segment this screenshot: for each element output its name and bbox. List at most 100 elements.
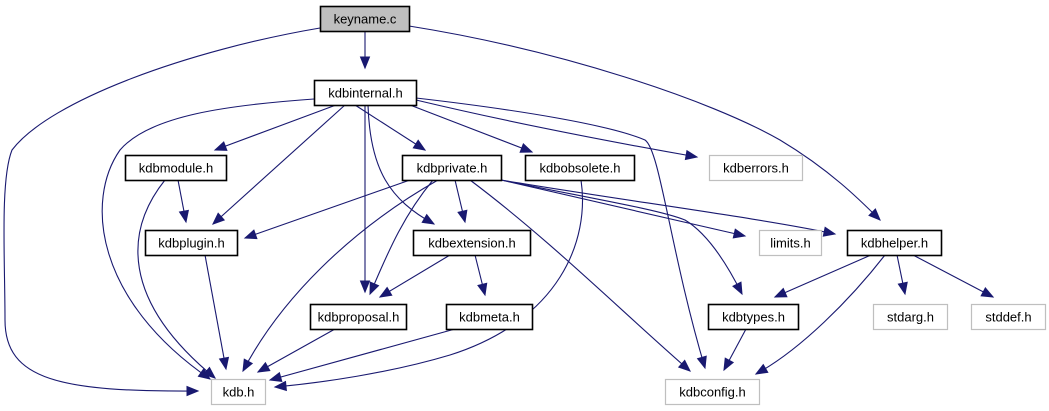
edge-kdbmodule-h-to-kdbplugin-h [177,179,190,224]
edge-kdbprivate-h-to-kdbplugin-h [243,179,411,240]
node-box [970,303,1047,331]
edge-line [912,254,994,298]
arrowhead-icon [732,228,747,239]
edges-layer [3,25,995,397]
node-box [707,303,800,331]
arrowhead-icon [186,385,200,397]
node-label: kdbconfig.h [679,385,746,400]
node-label: kdbmeta.h [459,310,520,325]
node-label: keyname.c [334,12,397,27]
edge-line [500,179,836,235]
node-kdbprivate-h[interactable]: kdbprivate.h [401,154,503,182]
node-label: stddef.h [985,310,1031,325]
edge-line [409,104,533,153]
edge-keyname-c-to-kdbhelper-h [408,25,881,221]
node-kdbplugin-h[interactable]: kdbplugin.h [144,229,239,257]
node-box [144,229,239,257]
node-box [872,303,949,331]
arrowhead-icon [457,209,468,224]
edge-line [269,328,456,381]
node-label: kdbplugin.h [158,236,225,251]
arrowhead-icon [256,361,271,373]
node-label: kdb.h [223,385,255,400]
node-kdbhelper-h[interactable]: kdbhelper.h [846,229,943,257]
node-stdarg-h[interactable]: stdarg.h [872,303,949,331]
edge-line [101,98,315,380]
node-box [210,378,267,406]
node-box [309,303,408,331]
arrowhead-icon [732,281,743,296]
arrowhead-icon [421,213,436,225]
arrowhead-icon [754,363,769,375]
edge-line [204,254,227,370]
node-kdbextension-h[interactable]: kdbextension.h [412,229,532,257]
node-kdbinternal-h[interactable]: kdbinternal.h [313,79,418,107]
arrowhead-icon [212,212,226,225]
arrowhead-icon [684,149,699,161]
edge-kdbinternal-h-to-kdbobsolete-h [409,104,534,153]
nodes-layer: keyname.c kdbinternal.h kdbmodule.h kdbpriv… [124,5,1047,406]
edge-kdbmodule-h-to-kdb-h [137,179,217,379]
node-kdb-h[interactable]: kdb.h [210,378,267,406]
edge-line [3,27,321,392]
arrowhead-icon [359,56,371,70]
arrowhead-icon [178,209,190,224]
node-label: kdbtypes.h [722,310,785,325]
edge-line [367,104,435,225]
arrowhead-icon [268,371,283,382]
edge-line [242,179,439,372]
node-kdbobsolete-h[interactable]: kdbobsolete.h [524,154,636,182]
edge-kdbtypes-h-to-kdbconfig-h [723,328,747,372]
node-box [319,5,411,33]
node-kdbconfig-h[interactable]: kdbconfig.h [664,378,761,406]
edge-line [369,179,434,295]
edge-line [354,104,426,151]
arrowhead-icon [868,208,881,221]
arrowhead-icon [822,226,837,237]
edge-kdbinternal-h-to-kdbextension-h [367,104,436,225]
edge-line [755,254,886,375]
node-label: kdbhelper.h [861,236,928,251]
node-stddef-h[interactable]: stddef.h [970,303,1047,331]
edge-line [212,104,346,225]
edge-kdbextension-h-to-kdbmeta-h [474,254,488,297]
node-box [124,154,228,182]
node-kdbmodule-h[interactable]: kdbmodule.h [124,154,228,182]
edge-line [469,179,691,372]
node-kdberrors-h[interactable]: kdberrors.h [708,154,804,182]
node-box [664,378,761,406]
arrowhead-icon [677,359,691,372]
edge-kdbobsolete-h-to-kdb-h [273,179,584,392]
node-label: stdarg.h [887,310,934,325]
arrowhead-icon [519,142,534,153]
node-label: kdbmodule.h [139,161,213,176]
node-kdbmeta-h[interactable]: kdbmeta.h [445,303,534,331]
arrowhead-icon [273,380,287,392]
node-label: kdbextension.h [428,236,515,251]
node-kdbproposal-h[interactable]: kdbproposal.h [309,303,408,331]
edge-kdbproposal-h-to-kdb-h [256,328,336,373]
edge-kdbinternal-h-to-kdbprivate-h [354,104,427,151]
edge-kdbprivate-h-to-kdbhelper-h [500,179,837,237]
edge-kdbextension-h-to-kdbproposal-h [378,254,451,298]
edge-line [408,25,881,221]
node-label: kdbinternal.h [328,86,402,101]
edge-line [214,104,337,151]
arrowhead-icon [369,281,380,296]
node-box [524,154,636,182]
arrowhead-icon [897,281,908,296]
node-box [846,229,943,257]
node-limits-h[interactable]: limits.h [758,229,823,257]
edge-line [274,179,584,388]
edge-kdbhelper-h-to-stdarg-h [896,254,908,296]
edge-kdbmeta-h-to-kdb-h [268,328,456,382]
node-label: kdbprivate.h [417,161,488,176]
node-box [412,229,532,257]
node-kdbtypes-h[interactable]: kdbtypes.h [707,303,800,331]
node-box [708,154,804,182]
edge-kdbplugin-h-to-kdb-h [204,254,230,371]
edge-line [379,254,451,298]
node-box [401,154,503,182]
arrowhead-icon [242,358,254,373]
